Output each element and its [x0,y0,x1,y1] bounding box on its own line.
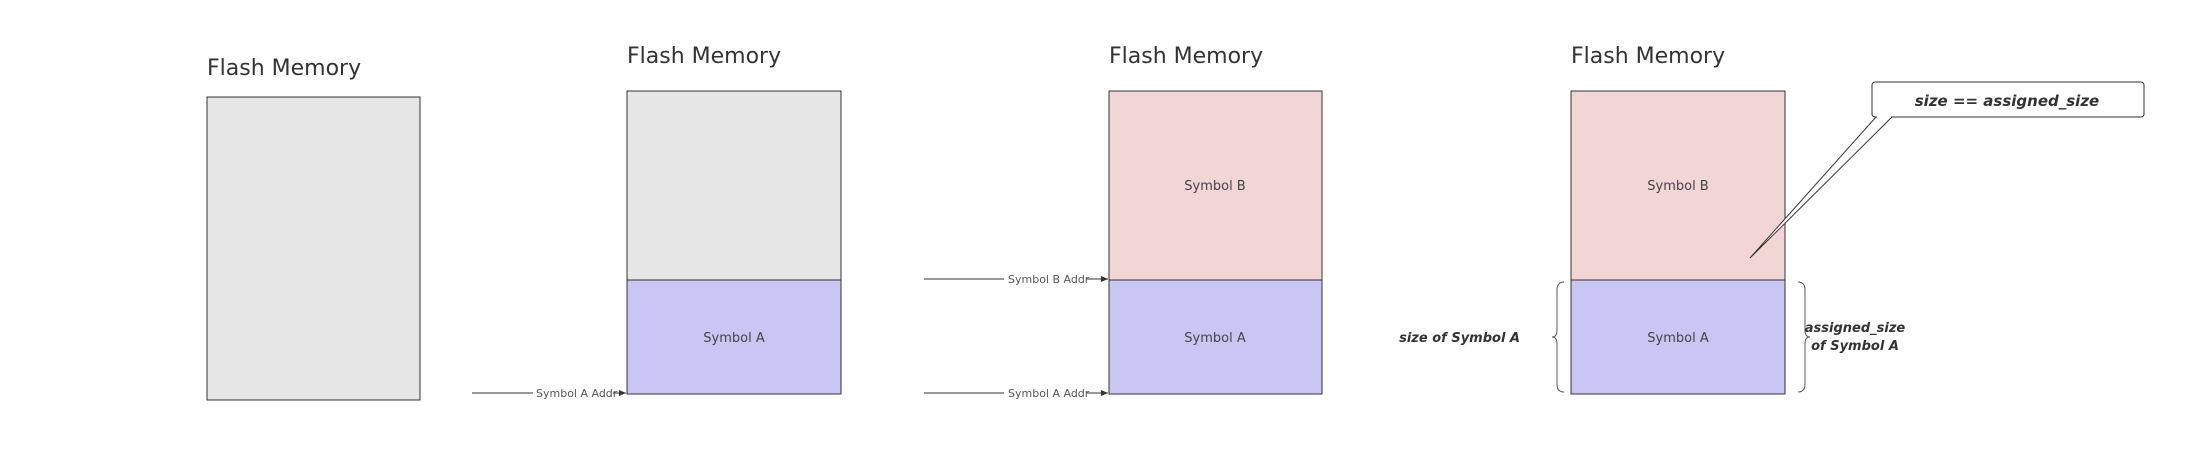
assigned-size-label-line1: assigned_size [1805,321,1906,336]
symbol-a-addr-label: Symbol A Addr [1008,387,1090,400]
symbol-b-label: Symbol B [1184,179,1245,194]
panel-2: Flash Memory Symbol A Symbol A Addr [472,44,842,400]
symbol-a-label: Symbol A [1184,331,1246,346]
panel-4: Flash Memory Symbol B Symbol A size of S… [1399,44,2145,395]
panel-1: Flash Memory [206,56,421,401]
symbol-a-segment [1108,279,1323,395]
symbol-b-segment [1570,90,1786,281]
memory-block-empty [206,96,421,401]
size-of-symbol-a-label: size of Symbol A [1399,331,1520,346]
assigned-size-label-line2: of Symbol A [1811,339,1899,354]
symbol-b-label: Symbol B [1647,179,1708,194]
size-brace-icon [1551,281,1565,393]
symbol-a-label: Symbol A [703,331,765,346]
symbol-a-addr-label: Symbol A Addr [536,387,618,400]
callout-pointer [1749,116,1893,259]
panel-4-title: Flash Memory [1571,44,1725,69]
callout-box [1871,81,2145,118]
symbol-a-label: Symbol A [1647,331,1709,346]
symbol-b-addr-label: Symbol B Addr [1008,273,1090,286]
symbol-b-segment [1108,90,1323,281]
symbol-a-segment [1570,279,1786,395]
panel-3-title: Flash Memory [1109,44,1263,69]
panel-3: Flash Memory Symbol B Symbol A Symbol B … [924,44,1323,400]
symbol-a-segment [626,279,842,395]
panel-2-title: Flash Memory [627,44,781,69]
callout-text: size == assigned_size [1915,92,2099,110]
assigned-size-brace-icon [1797,281,1811,393]
panel-1-title: Flash Memory [207,56,361,81]
memory-free-region [626,90,842,281]
